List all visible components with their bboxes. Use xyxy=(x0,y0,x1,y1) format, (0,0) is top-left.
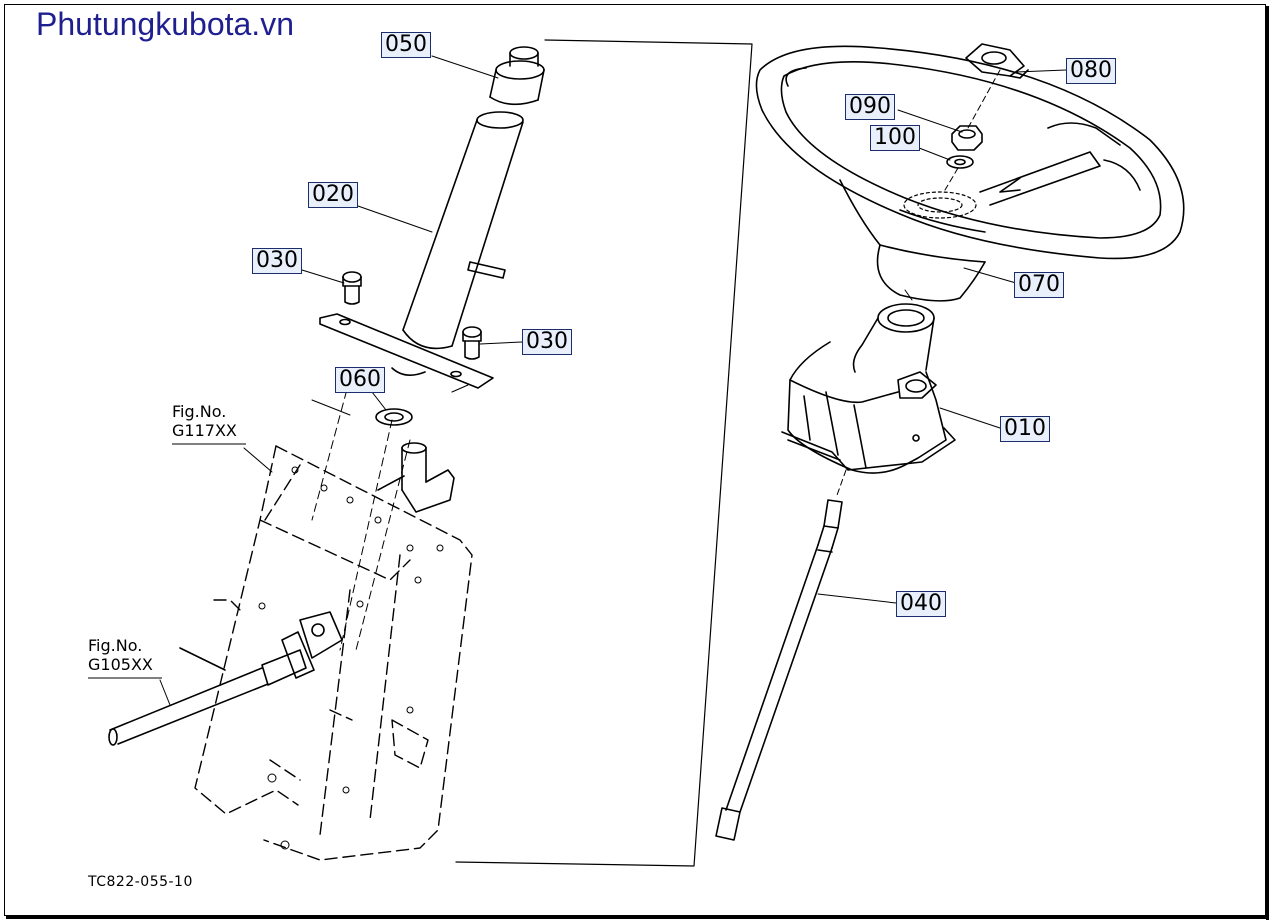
leader-plate xyxy=(311,384,469,416)
callout-leaders xyxy=(301,55,1067,604)
bracket-boss-shape xyxy=(377,442,455,513)
steering-wheel-hub-dashed xyxy=(903,191,977,219)
diagram-frame xyxy=(4,4,1266,916)
figure-ref-upper[interactable]: Fig.No. G117XX xyxy=(172,402,237,440)
figure-ref-upper-label: Fig.No. xyxy=(172,402,227,421)
leader-figref-upper xyxy=(243,447,273,473)
bushing-050-shape xyxy=(489,46,545,106)
callout-030-left[interactable]: 030 xyxy=(252,248,302,274)
callout-090[interactable]: 090 xyxy=(845,94,895,120)
washer-100-shape xyxy=(946,155,974,169)
column-tube-020-shape xyxy=(402,111,524,350)
callout-070[interactable]: 070 xyxy=(1014,272,1064,298)
washer-060-shape xyxy=(375,408,413,426)
cap-080-shape xyxy=(965,43,1029,79)
universal-joint-shape xyxy=(261,611,343,686)
mounting-plate-shape xyxy=(319,313,494,389)
figure-ref-lower-label: Fig.No. xyxy=(88,636,143,655)
shaft-top-guide xyxy=(835,469,847,499)
leader-figref-lower xyxy=(159,679,171,706)
watermark-text: Phutungkubota.vn xyxy=(36,6,294,42)
steering-wheel-070-shape xyxy=(755,45,1185,302)
callout-020[interactable]: 020 xyxy=(308,182,358,208)
frame-shadow-right xyxy=(1266,6,1269,920)
bolt-030-left-shape xyxy=(342,271,362,305)
figure-ref-lower[interactable]: Fig.No. G105XX xyxy=(88,636,153,674)
wheel-center-guide xyxy=(944,69,1001,191)
nut-090-shape xyxy=(951,125,983,151)
hidden-guide-lines xyxy=(311,377,411,651)
intermediate-shaft-shape xyxy=(108,647,269,746)
callout-100[interactable]: 100 xyxy=(870,125,920,151)
figure-ref-upper-number: G117XX xyxy=(172,421,237,440)
callout-050[interactable]: 050 xyxy=(381,32,431,58)
bolt-030-right-shape xyxy=(462,326,482,360)
group-boundary-line xyxy=(455,39,753,867)
leader-cover-shaft xyxy=(904,289,913,301)
figure-ref-lower-number: G105XX xyxy=(88,655,153,674)
frame-shadow-bottom xyxy=(6,916,1269,919)
callout-040[interactable]: 040 xyxy=(896,591,946,617)
callout-030-right[interactable]: 030 xyxy=(522,329,572,355)
chassis-holes xyxy=(258,466,444,850)
chassis-frame-dashed xyxy=(194,445,473,861)
callout-060[interactable]: 060 xyxy=(335,367,385,393)
callout-080[interactable]: 080 xyxy=(1066,58,1116,84)
drawing-code: TC822-055-10 xyxy=(88,874,193,890)
steering-shaft-040-shape xyxy=(715,499,843,841)
callout-010[interactable]: 010 xyxy=(1000,416,1050,442)
column-cover-010-shape xyxy=(781,303,956,474)
